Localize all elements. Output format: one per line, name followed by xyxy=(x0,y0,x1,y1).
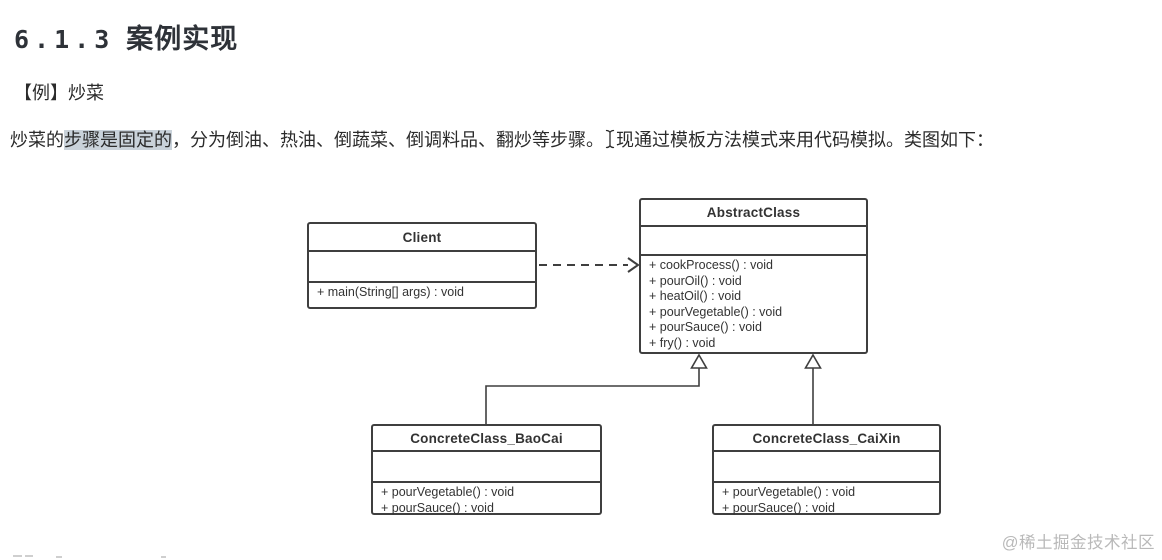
method-item: + heatOil() : void xyxy=(649,289,742,304)
class-methods-compartment: + main(String[] args) : void xyxy=(309,283,535,301)
inheritance-arrow-baocai-to-abstractclass xyxy=(485,353,708,424)
method-item: + pourVegetable() : void xyxy=(381,485,515,499)
inheritance-arrow-caixin-to-abstractclass xyxy=(804,353,822,424)
clipped-text-fragment xyxy=(25,555,33,557)
class-methods-compartment: + pourVegetable() : void + pourSauce() :… xyxy=(373,483,600,516)
heading-number: 6.1.3 xyxy=(14,25,115,54)
text-cursor-icon xyxy=(605,129,615,155)
class-attributes-compartment xyxy=(309,252,535,283)
class-attributes-compartment xyxy=(714,452,939,483)
section-heading: 6.1.3 案例实现 xyxy=(14,17,238,56)
hollow-triangle-arrowhead xyxy=(690,353,708,369)
example-label: 【例】炒菜 xyxy=(14,83,104,103)
class-attributes-compartment xyxy=(373,452,600,483)
class-methods-compartment: + cookProcess() : void + pourOil() : voi… xyxy=(641,256,866,352)
dependency-arrow-client-to-abstractclass xyxy=(539,257,640,273)
clipped-text-fragment xyxy=(13,555,22,557)
paragraph-text-pre: 炒菜的 xyxy=(10,130,64,150)
method-item: + pourVegetable() : void xyxy=(722,485,856,499)
class-title: ConcreteClass_BaoCai xyxy=(373,426,600,452)
class-title: ConcreteClass_CaiXin xyxy=(714,426,939,452)
class-title: AbstractClass xyxy=(641,200,866,227)
uml-class-client: Client + main(String[] args) : void xyxy=(307,222,537,309)
clipped-text-fragment xyxy=(161,556,166,558)
class-attributes-compartment xyxy=(641,227,866,256)
method-item: + cookProcess() : void xyxy=(649,258,774,272)
watermark: @稀土掘金技术社区 xyxy=(1001,534,1155,552)
uml-class-concreteclass-baocai: ConcreteClass_BaoCai + pourVegetable() :… xyxy=(371,424,602,515)
heading-title: 案例实现 xyxy=(126,24,239,54)
method-item: + pourVegetable() : void xyxy=(649,304,783,319)
selected-text-highlight: 步骤是固定的 xyxy=(64,130,172,150)
method-item: + pourSauce() : void xyxy=(722,500,835,515)
class-title: Client xyxy=(309,224,535,252)
method-item: + fry() : void xyxy=(649,335,716,350)
clipped-text-fragment xyxy=(56,556,62,558)
uml-class-abstractclass: AbstractClass + cookProcess() : void + p… xyxy=(639,198,868,354)
class-methods-compartment: + pourVegetable() : void + pourSauce() :… xyxy=(714,483,939,516)
method-item: + main(String[] args) : void xyxy=(317,285,464,299)
uml-class-concreteclass-caixin: ConcreteClass_CaiXin + pourVegetable() :… xyxy=(712,424,941,515)
paragraph-text-post: 现通过模板方法模式来用代码模拟。类图如下： xyxy=(616,130,994,150)
body-paragraph: 炒菜的步骤是固定的，分为倒油、热油、倒蔬菜、倒调料品、翻炒等步骤。现通过模板方法… xyxy=(10,128,994,155)
method-item: + pourOil() : void xyxy=(649,273,742,288)
hollow-triangle-arrowhead xyxy=(804,353,822,369)
method-item: + pourSauce() : void xyxy=(381,500,494,515)
method-item: + pourSauce() : void xyxy=(649,320,762,335)
paragraph-text-mid: ，分为倒油、热油、倒蔬菜、倒调料品、翻炒等步骤。 xyxy=(172,130,604,150)
